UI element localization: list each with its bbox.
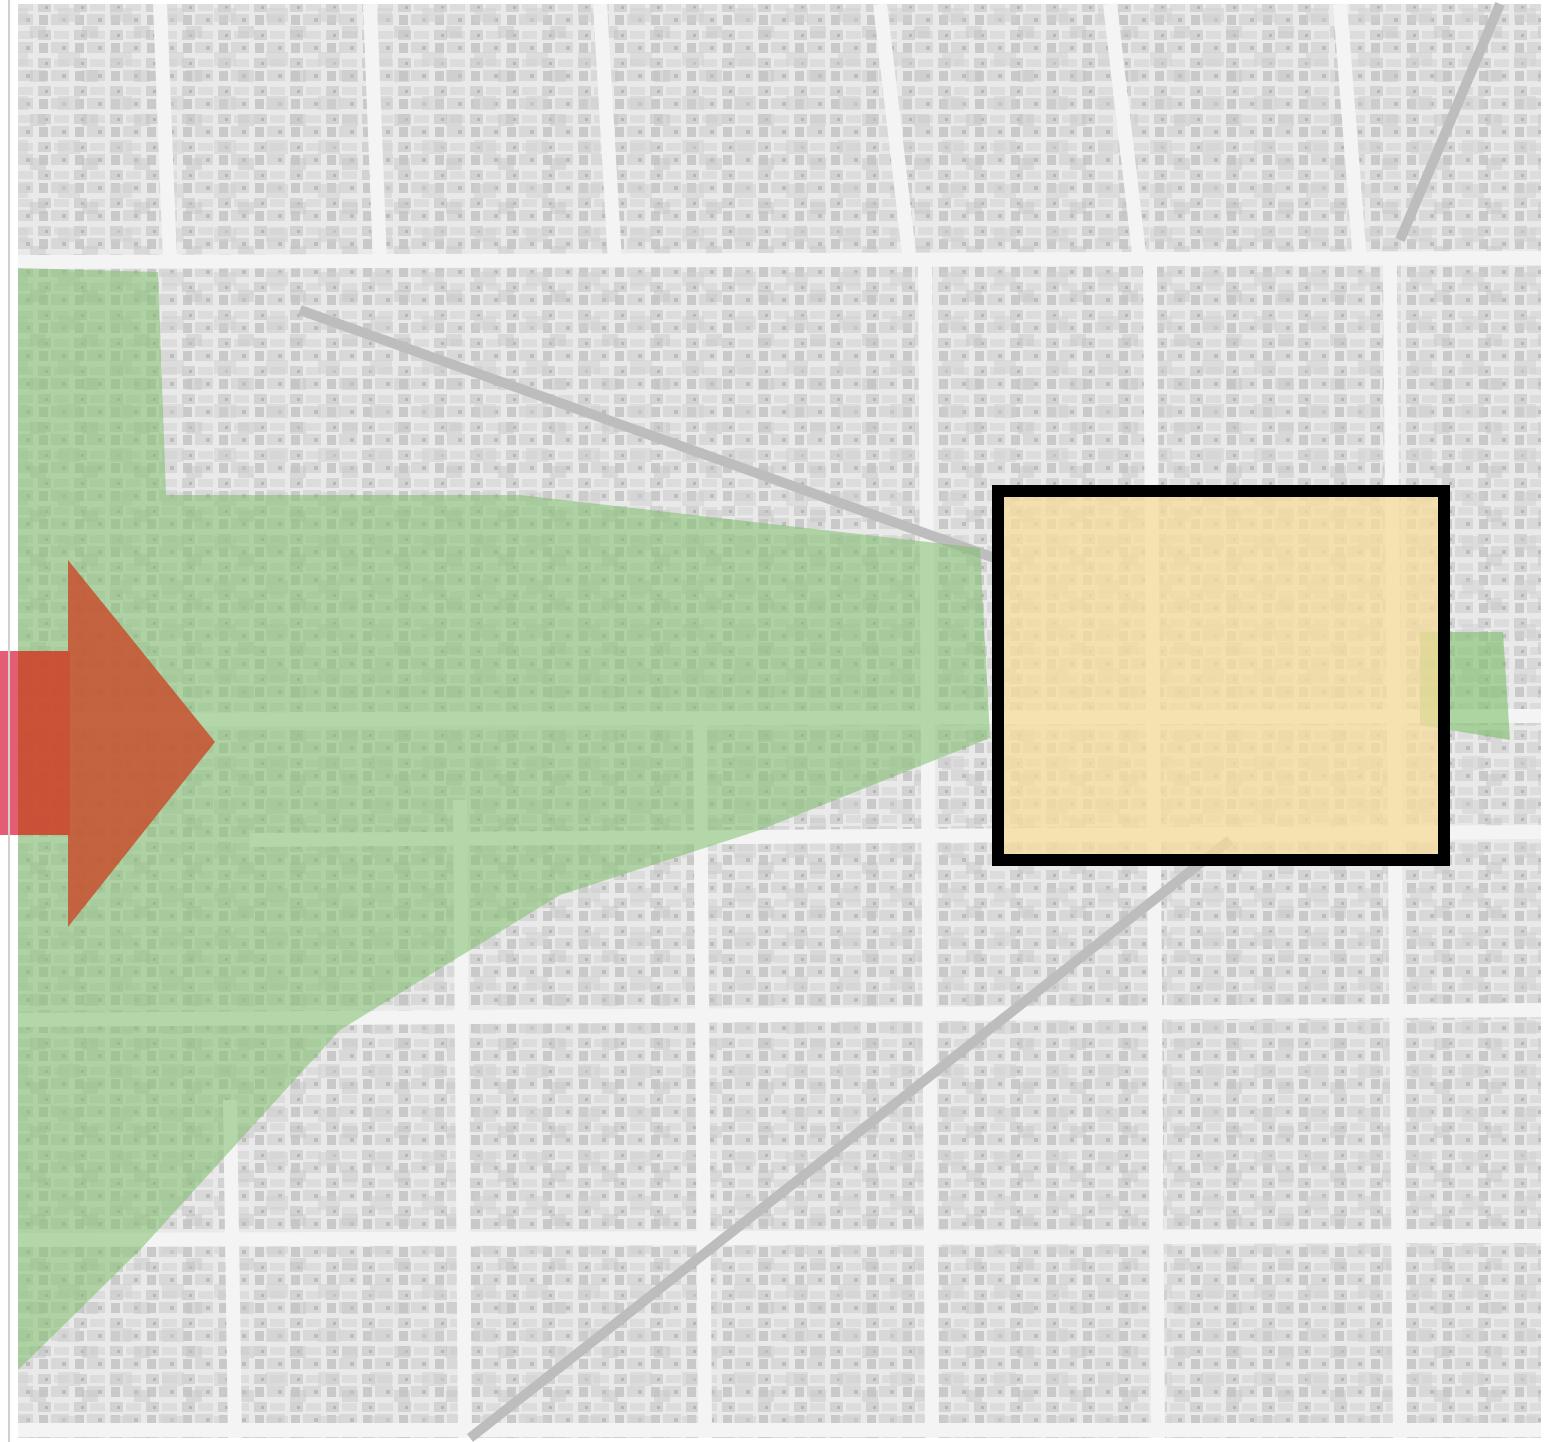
study-area-fill bbox=[998, 491, 1444, 860]
flow-arrow bbox=[0, 560, 215, 927]
flow-arrow-head bbox=[18, 560, 215, 927]
green-space-overlay bbox=[18, 268, 990, 1370]
study-area-outline bbox=[992, 485, 1450, 866]
rail-lines bbox=[298, 2, 1505, 1442]
